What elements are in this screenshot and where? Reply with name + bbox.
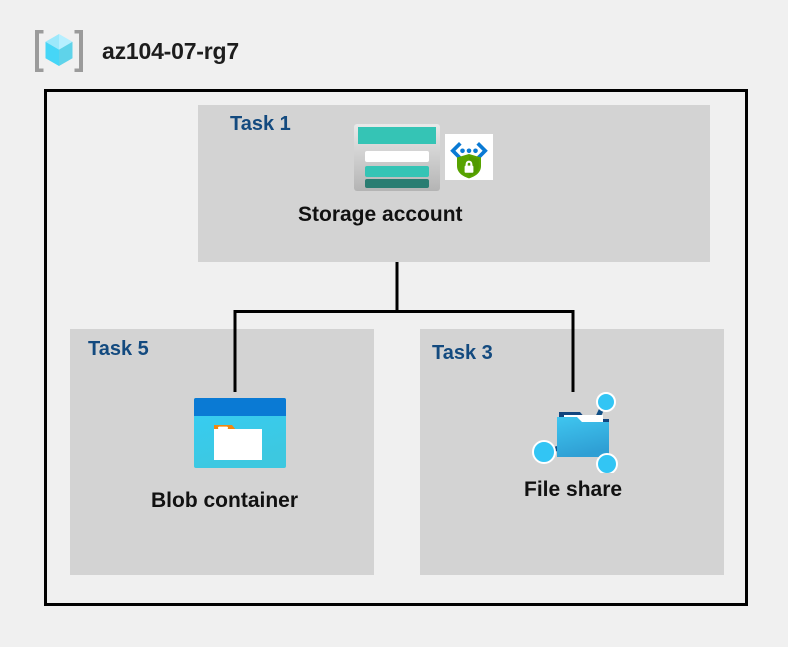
resource-group-boundary xyxy=(44,89,748,606)
resource-group-header: az104-07-rg7 xyxy=(30,24,450,78)
secure-endpoint-icon xyxy=(445,134,493,180)
task-label-file-share: Task 3 xyxy=(432,342,493,364)
blob-container-icon xyxy=(194,398,286,468)
resource-group-name: az104-07-rg7 xyxy=(102,37,239,64)
file-share-icon xyxy=(532,392,618,473)
storage-account-icon xyxy=(354,124,440,191)
task-label-blob-container: Task 5 xyxy=(88,338,149,360)
node-label-storage-account: Storage account xyxy=(298,203,463,226)
node-label-file-share: File share xyxy=(524,478,623,501)
node-label-blob-container: Blob container xyxy=(151,489,299,512)
task-panel-storage-account xyxy=(198,105,710,262)
resource-group-icon xyxy=(35,30,83,72)
task-label-storage-account: Task 1 xyxy=(230,113,291,135)
